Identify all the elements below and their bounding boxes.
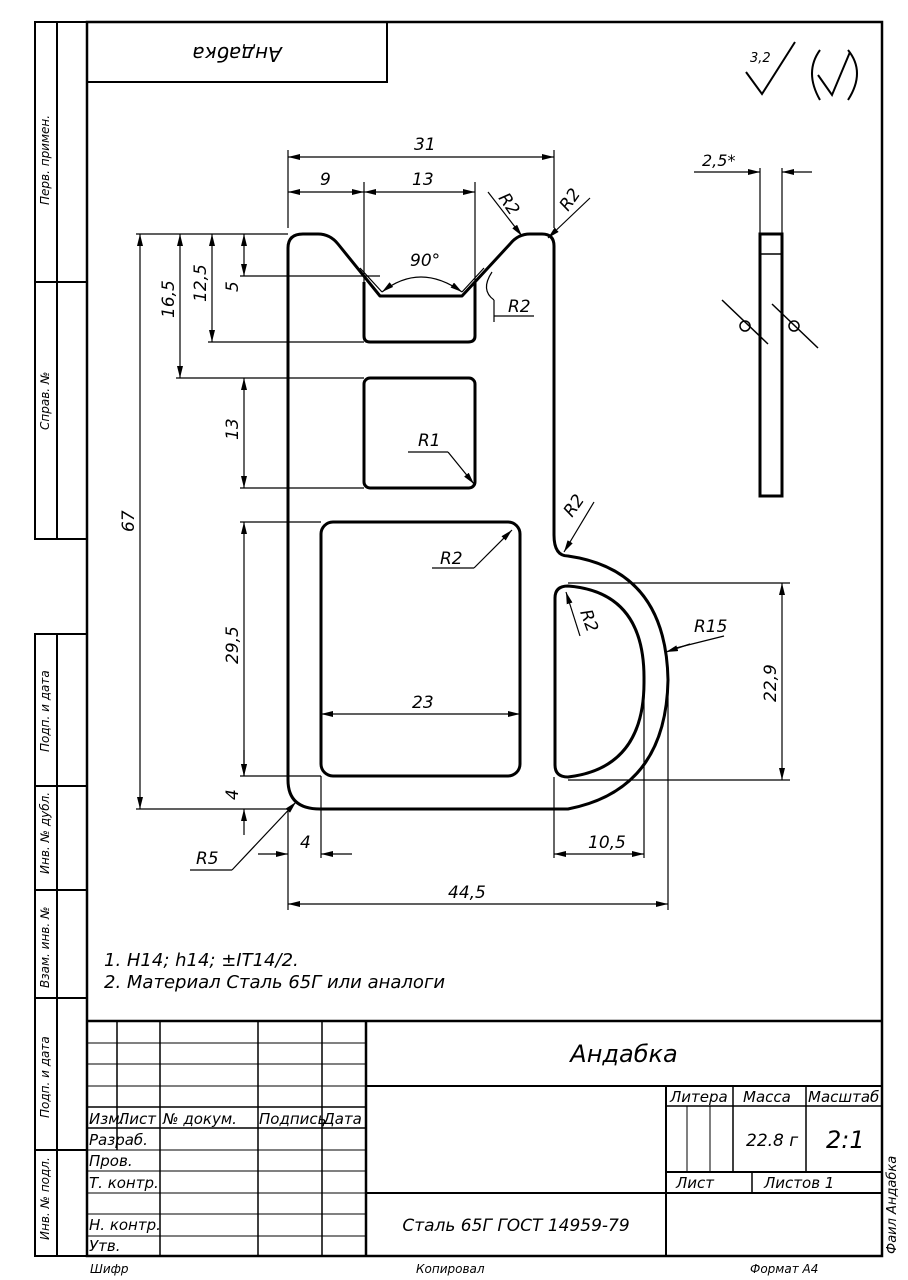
dim-r2-c: R2: [508, 297, 531, 317]
top-stamp-text: Андабка: [192, 42, 284, 66]
dim-4-vertical: 4: [223, 789, 243, 800]
footer-shifr: Шифр: [90, 1262, 129, 1276]
dim-r2-d: R2: [440, 549, 463, 569]
dim-29-5: 29,5: [223, 626, 243, 664]
dim-16-5: 16,5: [159, 280, 179, 318]
row-prov: Пров.: [89, 1152, 133, 1170]
note-2: 2. Материал Сталь 65Г или аналоги: [104, 972, 445, 993]
side-view: [694, 168, 819, 498]
listov-label: Листов 1: [763, 1174, 834, 1192]
top-stamp: Андабка: [86, 21, 388, 83]
dim-12-5: 12,5: [191, 264, 211, 302]
strip-podp-data-1: Подп. и дата: [38, 670, 52, 752]
side-thickness-label: 2,5*: [702, 151, 735, 170]
inner-cutouts: [319, 282, 646, 779]
litera-label: Литера: [669, 1088, 728, 1106]
massa-value: 22.8 г: [746, 1131, 798, 1151]
dim-r2-f: R2: [575, 607, 602, 635]
col-izm: Изм.: [89, 1110, 124, 1128]
list-label: Лист: [675, 1174, 715, 1192]
dim-13-left: 13: [223, 418, 243, 440]
row-nkontr: Н. контр.: [89, 1216, 161, 1234]
row-tkontr: Т. контр.: [89, 1174, 159, 1192]
strip-vzam-inv: Взам. инв. №: [38, 907, 52, 988]
dim-r1: R1: [418, 431, 441, 451]
dimension-lines: [136, 150, 790, 910]
dim-r2-b: R2: [556, 185, 585, 215]
dim-31: 31: [414, 135, 436, 155]
col-doc: № докум.: [162, 1110, 237, 1128]
title-block-grid: [87, 1019, 882, 1256]
material-text: Сталь 65Г ГОСТ 14959-79: [402, 1216, 629, 1236]
middle-window: [362, 376, 477, 490]
footer-kopiroval: Копировал: [416, 1262, 485, 1276]
part-outline: [286, 232, 670, 811]
dim-angle-90: 90°: [410, 251, 440, 271]
left-strip: [34, 21, 88, 1257]
masshtab-label: Масштаб: [808, 1088, 879, 1106]
row-razrab: Разраб.: [89, 1131, 148, 1149]
dim-44-5: 44,5: [448, 883, 486, 903]
dim-23: 23: [412, 693, 434, 713]
dim-r2-a: R2: [494, 189, 523, 219]
col-sign: Подпись: [259, 1110, 326, 1128]
file-label: Фаил Андабка: [885, 1156, 900, 1254]
dim-67: 67: [119, 510, 139, 532]
col-date: Дата: [322, 1110, 362, 1128]
dim-r2-e: R2: [560, 491, 589, 521]
massa-label: Масса: [743, 1088, 791, 1106]
scale-value: 2:1: [826, 1126, 865, 1154]
dim-r5: R5: [196, 849, 219, 869]
dim-22-9: 22,9: [761, 664, 781, 702]
col-list: Лист: [117, 1110, 157, 1128]
strip-perv-primen: Перв. примен.: [38, 115, 52, 205]
title-name: Андабка: [568, 1040, 677, 1068]
footer-format: Формат А4: [750, 1262, 818, 1276]
dim-4-horizontal: 4: [300, 833, 311, 853]
roughness-value: 3,2: [750, 51, 771, 66]
roughness-symbol: [745, 41, 858, 101]
row-utv: Утв.: [89, 1237, 121, 1255]
dim-5: 5: [223, 281, 243, 292]
dim-13-top: 13: [412, 170, 434, 190]
d-window: [553, 584, 646, 779]
dim-r15: R15: [694, 617, 727, 637]
large-window: [319, 520, 522, 778]
top-slot: [362, 282, 477, 344]
sheet-frame: [85, 20, 884, 1258]
dim-10-5: 10,5: [588, 833, 626, 853]
strip-inv-podl: Инв. № подл.: [38, 1157, 52, 1240]
note-1: 1. H14; h14; ±IT14/2.: [104, 950, 299, 971]
dim-9: 9: [320, 170, 331, 190]
strip-sprav-no: Справ. №: [38, 372, 52, 430]
strip-inv-dubl: Инв. № дубл.: [38, 792, 52, 874]
strip-podp-data-2: Подп. и дата: [38, 1036, 52, 1118]
